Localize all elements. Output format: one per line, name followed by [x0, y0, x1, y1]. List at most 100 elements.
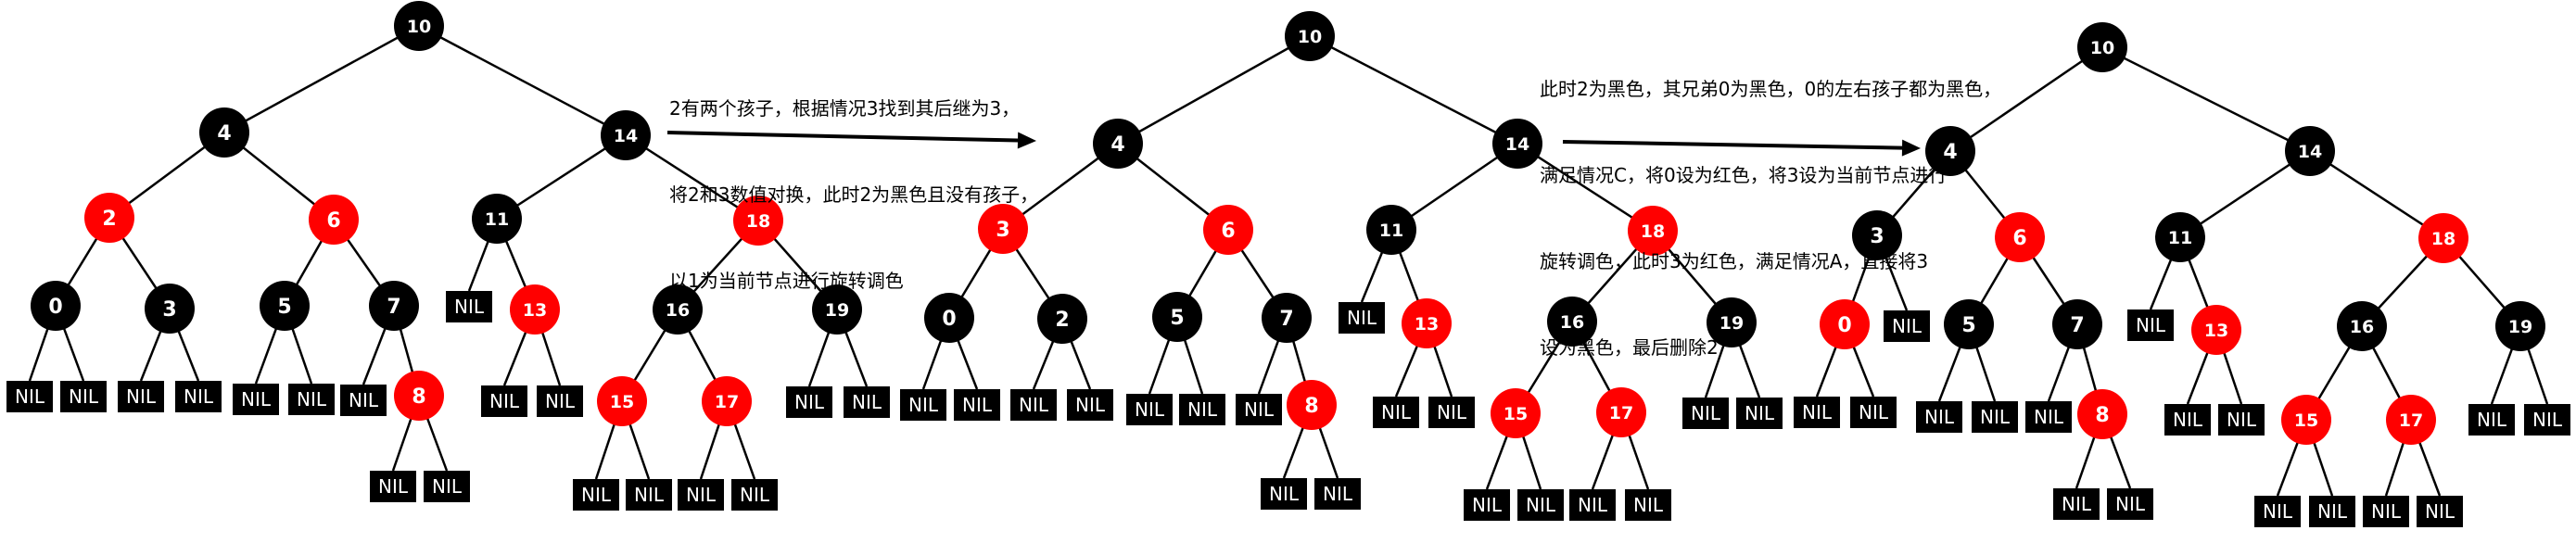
nil-label: NIL [545, 390, 576, 412]
tree-node: 15 [2281, 395, 2331, 445]
tree-node: 5 [1152, 292, 1202, 342]
tree-node: 4 [1093, 119, 1143, 169]
node-label: 16 [666, 300, 690, 321]
node-label: 11 [485, 209, 509, 230]
nil-label: NIL [1269, 483, 1300, 505]
nil-leaf: NIL [537, 385, 583, 417]
nil-label: NIL [740, 484, 770, 506]
node-label: 7 [1279, 308, 1293, 331]
nil-label: NIL [2477, 409, 2507, 431]
annotation-line: 此时2为黑色，其兄弟0为黑色，0的左右孩子都为黑色， [1540, 78, 2002, 100]
nil-leaf: NIL [2468, 404, 2515, 436]
tree-node: 4 [1925, 126, 1975, 176]
node-label: 3 [162, 298, 176, 322]
nil-leaf: NIL [1884, 310, 1930, 342]
nil-label: NIL [1019, 394, 1049, 416]
nil-leaf: NIL [118, 381, 164, 412]
nil-label: NIL [794, 391, 825, 413]
nil-leaf: NIL [626, 479, 672, 511]
nil-label: NIL [2227, 409, 2257, 431]
nil-leaf: NIL [2254, 496, 2301, 527]
node-label: 6 [2012, 227, 2026, 250]
nil-leaf: NIL [573, 479, 619, 511]
nil-leaf: NIL [1010, 389, 1057, 421]
nil-label: NIL [852, 391, 882, 413]
nil-leaf: NIL [6, 381, 53, 412]
node-label: 16 [1560, 312, 1584, 333]
node-label: 0 [1837, 314, 1851, 337]
tree-edge [1117, 34, 1311, 145]
nil-leaf: NIL [786, 386, 832, 418]
tree-node: 10 [2077, 22, 2127, 72]
nil-leaf: NIL [1625, 489, 1671, 521]
tree-node: 16 [1547, 297, 1597, 347]
tree-node: 4 [199, 107, 249, 158]
node-label: 10 [2090, 38, 2114, 58]
tree-edge [418, 24, 627, 137]
tree-edge [1309, 34, 1518, 145]
nil-label: NIL [349, 389, 379, 411]
nil-leaf: NIL [2107, 488, 2153, 520]
nil-leaf: NIL [370, 471, 416, 502]
tree-node: 19 [2495, 301, 2545, 351]
node-label: 18 [1641, 221, 1665, 242]
nil-label: NIL [1633, 494, 1664, 516]
node-label: 17 [2399, 410, 2423, 431]
nodes-layer: NIL NIL NIL NIL NIL NIL NIL NIL NIL NIL NIL NIL NIL N… [6, 1, 2570, 527]
tree-node: 3 [978, 204, 1028, 254]
tree-node: 19 [1707, 297, 1757, 347]
tree-node: 10 [1285, 11, 1335, 61]
nil-leaf: NIL [1314, 478, 1361, 510]
nil-label: NIL [581, 484, 612, 506]
tree-node: 2 [1037, 294, 1087, 344]
nil-label: NIL [1075, 394, 1106, 416]
nil-label: NIL [2371, 500, 2402, 523]
nil-leaf: NIL [954, 389, 1000, 421]
node-label: 2 [1055, 309, 1069, 332]
nil-label: NIL [1135, 398, 1165, 421]
nil-leaf: NIL [446, 291, 492, 322]
nil-label: NIL [15, 385, 45, 408]
node-label: 7 [2070, 314, 2084, 337]
nil-leaf: NIL [1179, 394, 1225, 425]
nil-label: NIL [1347, 307, 1377, 329]
nil-label: NIL [297, 388, 327, 410]
nil-leaf: NIL [288, 384, 335, 415]
annotation-line: 将2和3数值对换，此时2为黑色且没有孩子， [669, 183, 1039, 206]
tree-node: 17 [1596, 387, 1646, 437]
node-label: 13 [2204, 321, 2228, 341]
nil-label: NIL [962, 394, 993, 416]
node-label: 19 [1719, 313, 1744, 334]
node-label: 18 [746, 211, 770, 232]
nil-label: NIL [2062, 493, 2092, 515]
nil-label: NIL [184, 385, 214, 408]
node-label: 17 [715, 392, 739, 412]
nil-leaf: NIL [1236, 394, 1282, 425]
node-label: 5 [1170, 307, 1184, 330]
tree-node: 13 [1402, 298, 1452, 348]
node-label: 3 [996, 219, 1009, 242]
nil-leaf: NIL [2524, 404, 2570, 436]
node-label: 16 [2350, 317, 2374, 337]
tree-node: 11 [1366, 205, 1416, 255]
nil-label: NIL [1526, 494, 1556, 516]
tree-node: 8 [394, 371, 444, 421]
node-label: 8 [2095, 404, 2109, 427]
nil-leaf: NIL [731, 479, 778, 511]
nil-label: NIL [2173, 409, 2203, 431]
tree-node: 13 [510, 284, 560, 335]
nil-leaf: NIL [1428, 397, 1475, 428]
nil-label: NIL [241, 388, 272, 410]
tree-edge [625, 133, 759, 222]
tree-node: 15 [1491, 388, 1541, 438]
nil-leaf: NIL [2025, 401, 2072, 433]
tree-node: 8 [2077, 389, 2127, 439]
nil-label: NIL [1578, 494, 1608, 516]
nil-leaf: NIL [1261, 478, 1307, 510]
nil-leaf: NIL [1972, 401, 2018, 433]
node-label: 19 [2508, 317, 2532, 337]
nil-leaf: NIL [340, 385, 387, 416]
nil-leaf: NIL [1916, 401, 1962, 433]
tree-node: 14 [601, 110, 651, 160]
